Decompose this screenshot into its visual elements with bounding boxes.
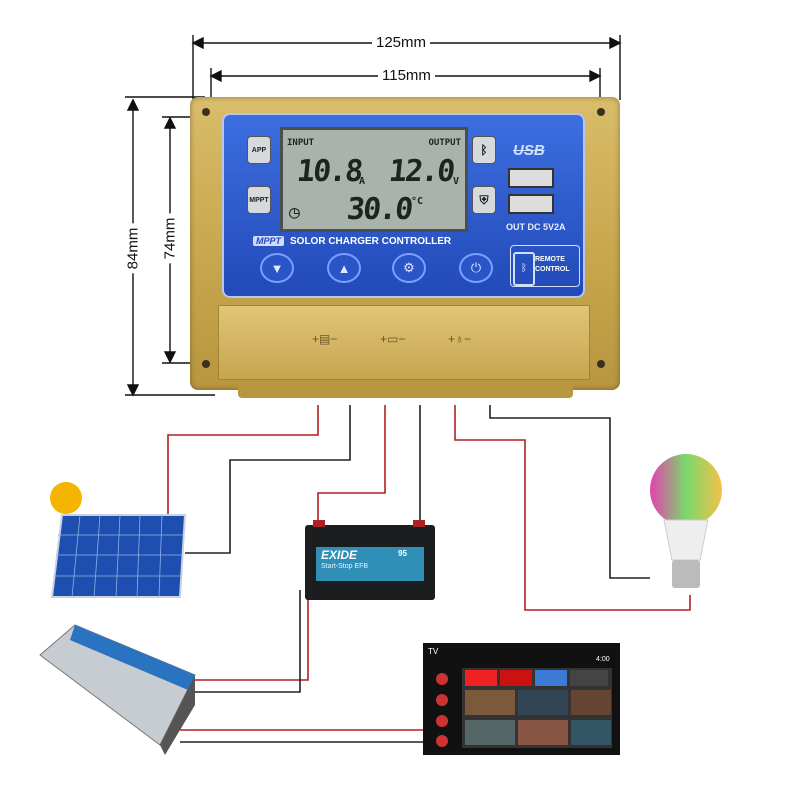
mppt-badge: MPPT [253,236,285,246]
solar-negative-wire [185,405,351,554]
width-outer-label: 125mm [372,34,431,51]
width-inner-label: 115mm [378,67,435,84]
voltage-unit: V [453,176,460,187]
mount-hole [597,360,605,368]
sun-icon [50,482,82,514]
usb-port-2[interactable] [508,194,554,214]
output-label: OUTPUT [428,138,461,148]
height-inner-label: 74mm [161,213,179,264]
phone-bluetooth-icon: ᛒ [513,252,535,286]
temperature-unit: °C [411,196,424,207]
tv-clock: 4:00 [596,656,610,663]
mount-hole [597,108,605,116]
lcd-display: INPUT OUTPUT 10.8 A 12.0 V 30.0 °C ◷ [280,127,468,232]
inverter-positive-wire [195,590,309,681]
current-unit: A [359,176,366,187]
temperature-readout: 30.0 [345,192,414,227]
clock-icon: ◷ [289,202,300,223]
app-button[interactable]: APP [247,136,271,164]
solar-terminal-label: +▤− [312,332,338,346]
battery-capacity: 95 [398,549,407,558]
mppt-button[interactable]: MPPT [247,186,271,214]
battery-brand: EXIDE [321,548,358,562]
down-button[interactable]: ▼ [260,253,294,283]
battery-terminal-label: +▭− [380,332,406,346]
bluetooth-icon: ᛒ [480,143,488,157]
usb-port-1[interactable] [508,168,554,188]
current-readout: 10.8 [295,154,364,189]
power-button[interactable]: ⏻ [459,253,493,283]
inverter-negative-wire [195,590,301,693]
solar-panel [50,482,187,598]
height-outer-label: 84mm [124,223,142,274]
protection-button[interactable]: ⛨ [472,186,496,214]
load-terminal-label: +♁− [448,332,472,346]
voltage-readout: 12.0 [387,154,456,189]
control-label: CONTROL [535,266,570,273]
input-label: INPUT [287,138,315,148]
mount-hole [202,360,210,368]
tv-label: TV [428,647,439,656]
terminal-cover [218,305,590,380]
bluetooth-button[interactable]: ᛒ [472,136,496,164]
up-button[interactable]: ▲ [327,253,361,283]
smart-bulb [650,454,722,588]
mount-hole [202,108,210,116]
remote-label: REMOTE [535,256,565,263]
solar-positive-wire [167,405,319,515]
inverter [39,624,196,755]
load-positive-wire [454,405,691,611]
battery-model: Start-Stop EFB [321,563,369,570]
load-negative-wire [489,405,650,579]
settings-button[interactable]: ⚙ [392,253,426,283]
shield-icon: ⛨ [479,192,489,207]
battery [305,520,435,600]
usb-output-label: OUT DC 5V2A [506,222,566,232]
usb-label: USB [513,142,545,159]
battery-positive-wire [317,405,386,525]
television [423,643,620,755]
remote-control-badge: ᛒ REMOTE CONTROL [510,245,580,287]
controller-base [238,380,573,398]
product-title: SOLOR CHARGER CONTROLLER [290,236,452,247]
